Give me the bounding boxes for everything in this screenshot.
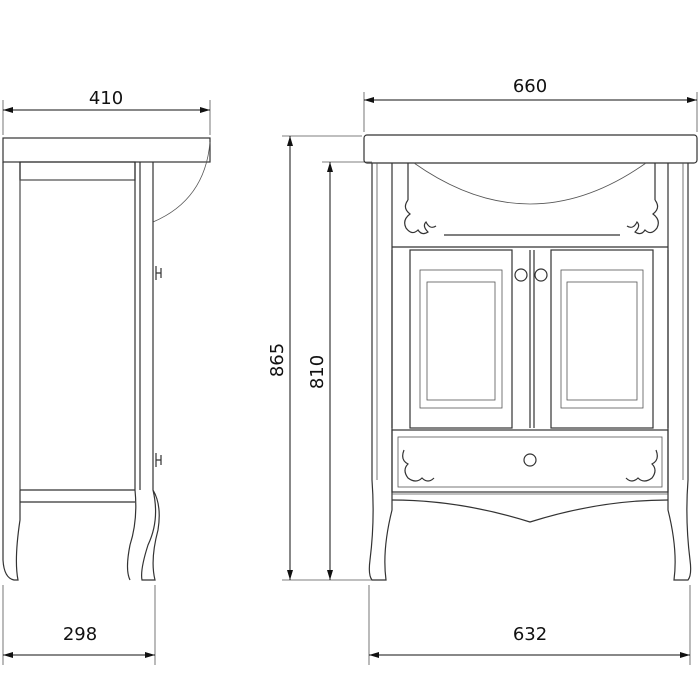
left-door xyxy=(409,249,513,429)
dim-410-label: 410 xyxy=(89,88,123,109)
dim-660-label: 660 xyxy=(513,76,547,97)
apron-curve xyxy=(391,499,669,523)
right-door-panel xyxy=(566,281,638,401)
front-countertop xyxy=(363,134,698,164)
side-top-rail xyxy=(19,161,136,181)
dim-865-label: 865 xyxy=(267,343,288,377)
side-view: 410 298 xyxy=(2,88,211,665)
dim-660-ext xyxy=(363,92,698,132)
side-bottom-rail xyxy=(20,489,135,503)
right-post xyxy=(667,163,692,581)
right-door-panel-frame xyxy=(560,269,644,409)
side-leg-inner xyxy=(126,489,137,581)
drawer-knob-icon xyxy=(523,453,537,467)
top-ornament xyxy=(404,199,659,236)
drawer-front xyxy=(397,436,663,488)
right-door xyxy=(550,249,654,429)
dim-632-ext xyxy=(368,585,691,665)
ornament-drops xyxy=(407,163,656,200)
side-hinge-bottom-icon xyxy=(155,453,162,467)
dim-298-label: 298 xyxy=(63,624,97,645)
basin-curve xyxy=(413,162,647,205)
side-basin-curve xyxy=(152,141,211,223)
side-front-leg xyxy=(141,162,160,581)
left-door-knob-icon xyxy=(514,268,528,282)
right-door-knob-icon xyxy=(534,268,548,282)
side-countertop xyxy=(2,137,211,163)
side-stile xyxy=(134,162,141,490)
post-lines xyxy=(376,163,684,480)
side-hinge-top-icon xyxy=(155,266,162,280)
dim-632-label: 632 xyxy=(513,624,547,645)
drawer xyxy=(391,429,669,493)
front-view: 660 632 xyxy=(363,76,698,665)
left-door-panel-frame xyxy=(419,269,503,409)
dim-298-ext xyxy=(2,585,156,665)
door-stiles xyxy=(391,250,669,428)
drawer-ornament xyxy=(402,449,658,482)
dim-810-label: 810 xyxy=(307,355,328,389)
side-panel xyxy=(19,179,136,491)
left-post xyxy=(368,163,393,581)
left-door-panel xyxy=(426,281,496,401)
side-back-leg xyxy=(2,162,21,581)
dim-410-ext xyxy=(2,100,211,135)
height-dimensions: 865 810 xyxy=(267,135,372,581)
